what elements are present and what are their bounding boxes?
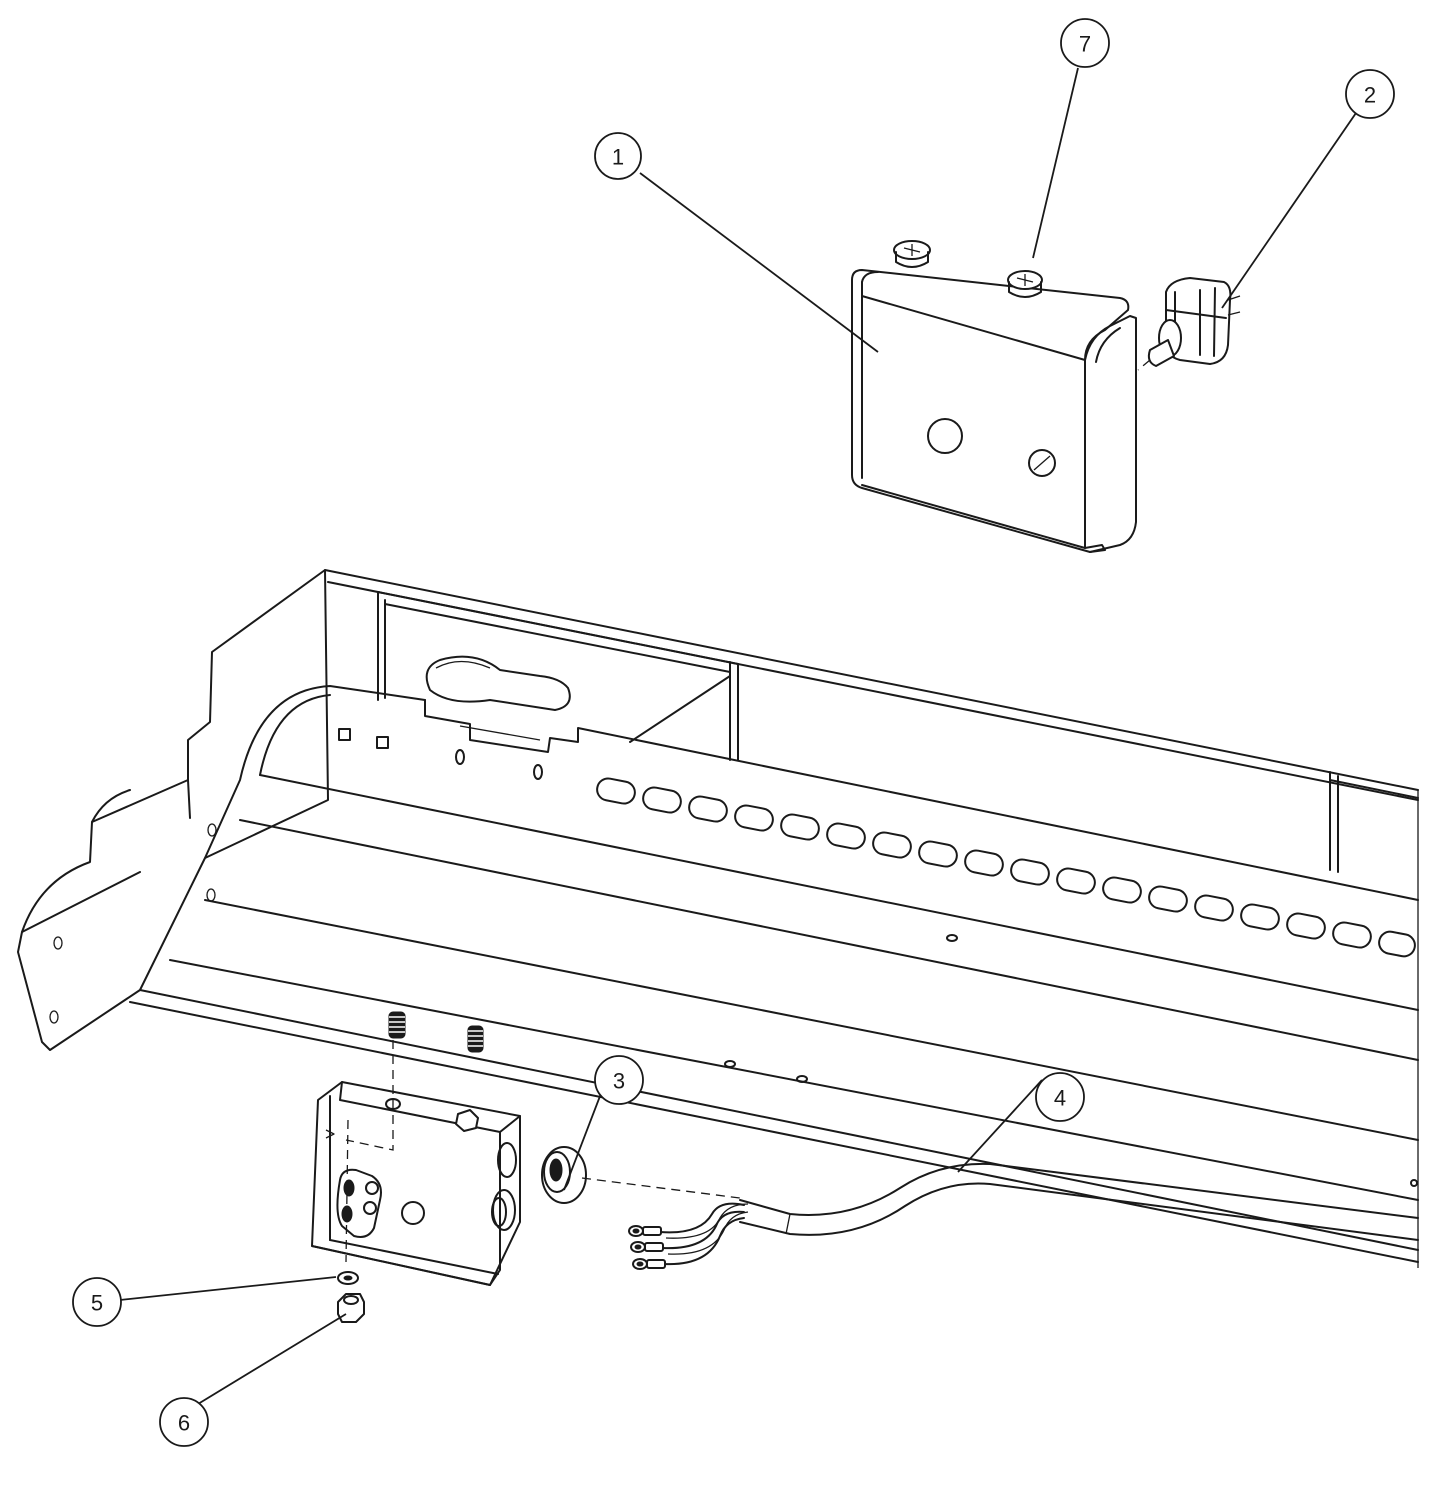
callout-1-label: 1	[612, 145, 624, 170]
callout-3-label: 3	[613, 1069, 625, 1094]
cover-plate	[851, 240, 1137, 553]
vent-slots	[596, 777, 1416, 958]
grommet	[541, 1146, 741, 1204]
screw-7a	[893, 240, 931, 268]
leader-lines	[119, 67, 1357, 1405]
callout-6-label: 6	[178, 1411, 190, 1436]
callout-2: 2	[1345, 69, 1395, 119]
stud-b	[467, 1025, 484, 1053]
callout-1: 1	[594, 132, 642, 180]
callout-7: 7	[1060, 18, 1110, 68]
stud-a	[388, 1011, 406, 1039]
junction-box	[311, 1040, 521, 1286]
toggle-switch	[1137, 277, 1241, 371]
callout-2-label: 2	[1364, 83, 1376, 108]
callout-4-label: 4	[1054, 1086, 1066, 1111]
callout-5: 5	[72, 1277, 122, 1327]
main-housing	[17, 569, 1419, 1268]
callout-3: 3	[594, 1055, 644, 1105]
washer	[337, 1271, 359, 1285]
callout-4: 4	[1035, 1072, 1085, 1122]
screw-7b	[1007, 270, 1043, 298]
callout-6: 6	[159, 1397, 209, 1447]
power-cable	[628, 1162, 1419, 1270]
callout-5-label: 5	[91, 1291, 103, 1316]
callout-7-label: 7	[1079, 32, 1091, 57]
hex-nut	[337, 1293, 365, 1323]
